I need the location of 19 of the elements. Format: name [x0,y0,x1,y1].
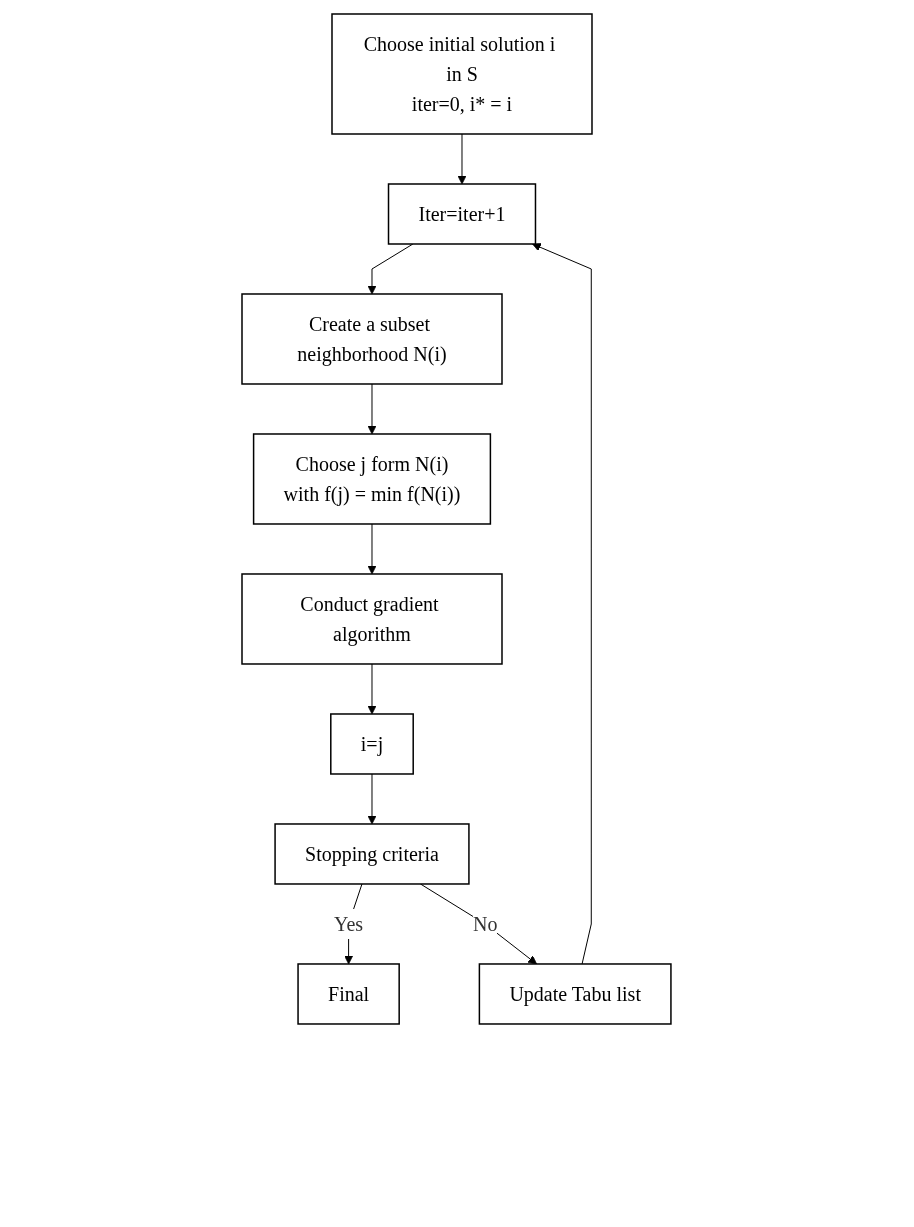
arrow [457,133,466,185]
node-box: Conduct gradient algorithm [240,573,503,665]
node-box: Update Tabu list [478,963,672,1025]
arrow [367,523,376,575]
node-box: Create a subset neighborhood N(i) [240,293,503,385]
node-box: Final [296,963,400,1025]
edge-label: No [472,912,497,935]
arrow [367,383,376,435]
arrow [367,773,376,825]
arrow [531,243,592,965]
node-box: Choose initial solution i in S iter=0, i* = i [330,13,593,135]
edge-label: Yes [333,912,363,935]
node-box: i=j [329,713,414,775]
node-box: Iter=iter+1 [387,183,536,245]
arrow [367,663,376,715]
arrow [419,883,537,965]
arrow [367,243,413,295]
node-box: Choose j form N(i) with f(j) = min f(N(i)) [252,433,491,525]
node-box: Stopping criteria [273,823,470,885]
